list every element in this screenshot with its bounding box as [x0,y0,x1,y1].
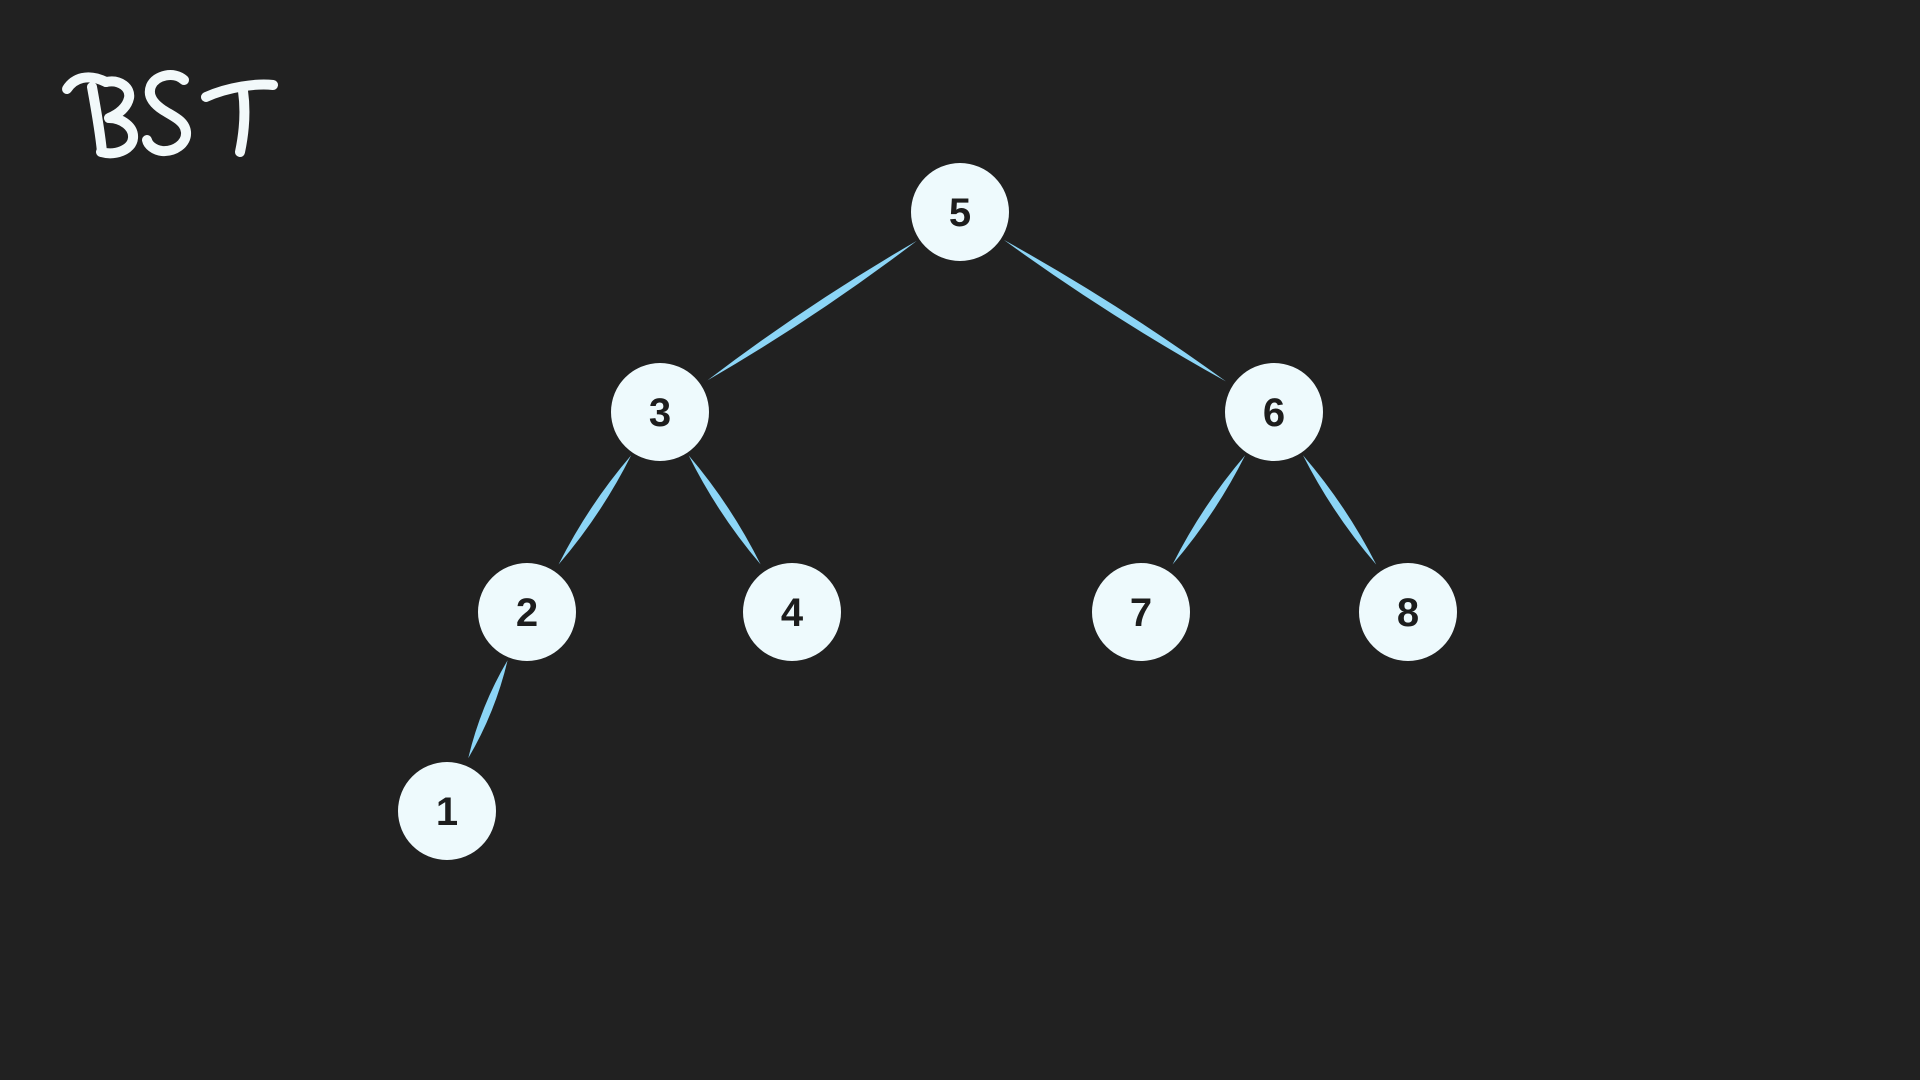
node-circle [1092,563,1190,661]
node-circle [1359,563,1457,661]
tree-edges [468,239,1377,759]
node-circle [743,563,841,661]
title-letter-b [96,76,138,159]
node-label: 8 [1397,591,1419,635]
tree-edge-6-8[interactable] [1302,455,1377,565]
title-letter-b [87,82,107,157]
title-letter-b [62,72,111,94]
node-label: 1 [436,790,458,834]
tree-node-2[interactable]: 2 [478,563,576,661]
tree-nodes: 5 3 6 2 4 7 8 1 [398,163,1457,860]
node-circle [398,762,496,860]
node-label: 3 [649,391,671,435]
node-circle [1225,363,1323,461]
node-label: 6 [1263,391,1285,435]
tree-edge-2-1[interactable] [468,660,508,759]
edge-line [707,240,917,381]
edge-line [688,455,761,565]
diagram-title-bst[interactable] [62,70,278,159]
tree-node-4[interactable]: 4 [743,563,841,661]
tree-edge-6-7[interactable] [1172,455,1246,565]
node-label: 7 [1130,591,1152,635]
node-label: 5 [949,191,971,235]
tree-edge-5-3[interactable] [707,240,917,381]
title-letter-s [142,70,191,157]
tree-edge-5-6[interactable] [1003,239,1226,382]
edge-line [558,455,632,565]
node-label: 4 [781,591,804,635]
node-circle [611,363,709,461]
tree-edge-3-2[interactable] [558,455,632,565]
node-circle [911,163,1009,261]
tree-node-5[interactable]: 5 [911,163,1009,261]
edge-line [1003,239,1226,382]
node-label: 2 [516,591,538,635]
tree-node-3[interactable]: 3 [611,363,709,461]
node-circle [478,563,576,661]
edge-line [1302,455,1377,565]
title-letter-t [235,86,250,157]
tree-node-8[interactable]: 8 [1359,563,1457,661]
tree-node-1[interactable]: 1 [398,762,496,860]
edge-line [468,660,508,759]
tree-edge-3-4[interactable] [688,455,761,565]
tree-node-6[interactable]: 6 [1225,363,1323,461]
edge-line [1172,455,1246,565]
tree-node-7[interactable]: 7 [1092,563,1190,661]
